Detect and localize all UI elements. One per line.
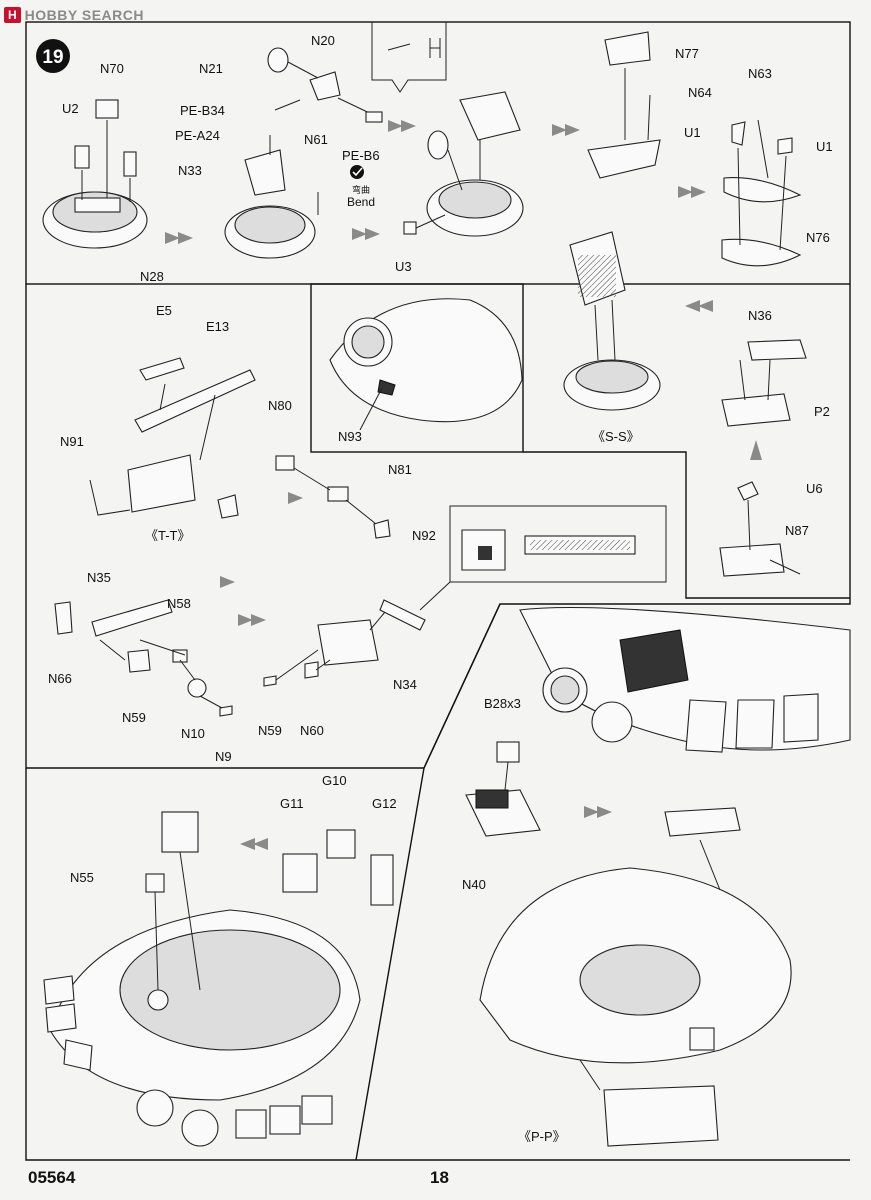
turret-interior-view [43, 811, 394, 1147]
label-bend-cn: 弯曲 [352, 184, 370, 196]
label-n70: N70 [100, 61, 124, 76]
bend-callout [350, 22, 447, 179]
hatch-assembly-4 [587, 31, 802, 267]
label-u2: U2 [62, 101, 79, 116]
label-b28x3: B28x3 [484, 696, 521, 711]
flow-arrows-top [165, 120, 706, 244]
mg-assembly [89, 357, 256, 519]
label-n91: N91 [60, 434, 84, 449]
label-g11: G11 [280, 796, 304, 811]
label-n64: N64 [688, 85, 712, 100]
label-n60: N60 [300, 723, 324, 738]
flow-arrows-bottom-right [584, 806, 612, 818]
mantlet-assembly [54, 599, 426, 717]
label-pe-b6: PE-B6 [342, 148, 380, 163]
page-number: 18 [430, 1168, 449, 1187]
label-p2: P2 [814, 404, 830, 419]
watermark-logo-icon: H [4, 7, 21, 23]
label-n81: N81 [388, 462, 412, 477]
ammo-inset [419, 505, 667, 611]
turret-rear-view [519, 606, 851, 753]
label-pe-a24: PE-A24 [175, 128, 220, 143]
label-n92: N92 [412, 528, 436, 543]
label-n55: N55 [70, 870, 94, 885]
hatch-assembly-1 [42, 99, 148, 249]
label-n77: N77 [675, 46, 699, 61]
label-u6: U6 [806, 481, 823, 496]
label-n61: N61 [304, 132, 328, 147]
turret-top-view [479, 807, 792, 1147]
flow-arrows-mid [220, 492, 303, 626]
label-n40: N40 [462, 877, 486, 892]
ss-assembly [563, 231, 661, 411]
label-n9: N9 [215, 749, 232, 764]
mount-parts [275, 455, 391, 539]
kit-code: 05564 [28, 1168, 76, 1187]
u6-assembly [719, 481, 801, 577]
panel-bottom-outline [25, 768, 850, 1161]
label-n20: N20 [311, 33, 335, 48]
label-g12: G12 [372, 796, 397, 811]
label-t-t: 《T-T》 [145, 528, 191, 543]
panel-bottom-divider [355, 767, 425, 1161]
label-n36: N36 [748, 308, 772, 323]
label-n28: N28 [140, 269, 164, 284]
label-bend: Bend [347, 195, 375, 209]
panel-ss-outline [523, 451, 850, 599]
hatch-assembly-3 [403, 91, 524, 237]
label-u1-left: U1 [684, 125, 701, 140]
label-n87: N87 [785, 523, 809, 538]
b28-assembly [465, 741, 541, 837]
label-p-p: 《P-P》 [518, 1129, 566, 1144]
flow-arrows-bottom-left [240, 838, 268, 850]
panel-frames [25, 21, 851, 1161]
label-s-s: 《S-S》 [592, 429, 640, 444]
labels-middle: E5 E13 N80 N91 N81 《T-T》 N92 N93 《S-S》 P… [48, 303, 830, 764]
step-number-badge: 19 [36, 39, 70, 73]
p2-assembly [721, 339, 807, 460]
label-n34: N34 [393, 677, 417, 692]
flow-arrows-ss [685, 300, 713, 312]
label-n33: N33 [178, 163, 202, 178]
label-pe-b34: PE-B34 [180, 103, 225, 118]
label-e5: E5 [156, 303, 172, 318]
label-u3: U3 [395, 259, 412, 274]
label-g10: G10 [322, 773, 347, 788]
label-n21: N21 [199, 61, 223, 76]
label-n80: N80 [268, 398, 292, 413]
label-e13: E13 [206, 319, 229, 334]
watermark-text: HOBBY SEARCH [24, 7, 144, 23]
labels-bottom: B28x3 N40 G10 G11 G12 N55 《P-P》 [70, 696, 566, 1144]
panel-diagonal [423, 603, 501, 769]
label-n59-mid: N59 [258, 723, 282, 738]
label-n93: N93 [338, 429, 362, 444]
label-n59-left: N59 [122, 710, 146, 725]
label-n63: N63 [748, 66, 772, 81]
step-number: 19 [42, 47, 63, 68]
turret-inset-drawing [329, 298, 523, 431]
label-u1-right: U1 [816, 139, 833, 154]
label-n58: N58 [167, 596, 191, 611]
labels-top: N70 U2 N28 N21 N20 PE-B34 PE-A24 N33 N61… [62, 33, 833, 323]
panel-turret-inset [310, 283, 524, 453]
hobby-search-watermark: H HOBBY SEARCH [4, 4, 144, 26]
hatch-assembly-2 [224, 47, 383, 259]
label-n10: N10 [181, 726, 205, 741]
label-n66: N66 [48, 671, 72, 686]
label-n35: N35 [87, 570, 111, 585]
label-n76: N76 [806, 230, 830, 245]
